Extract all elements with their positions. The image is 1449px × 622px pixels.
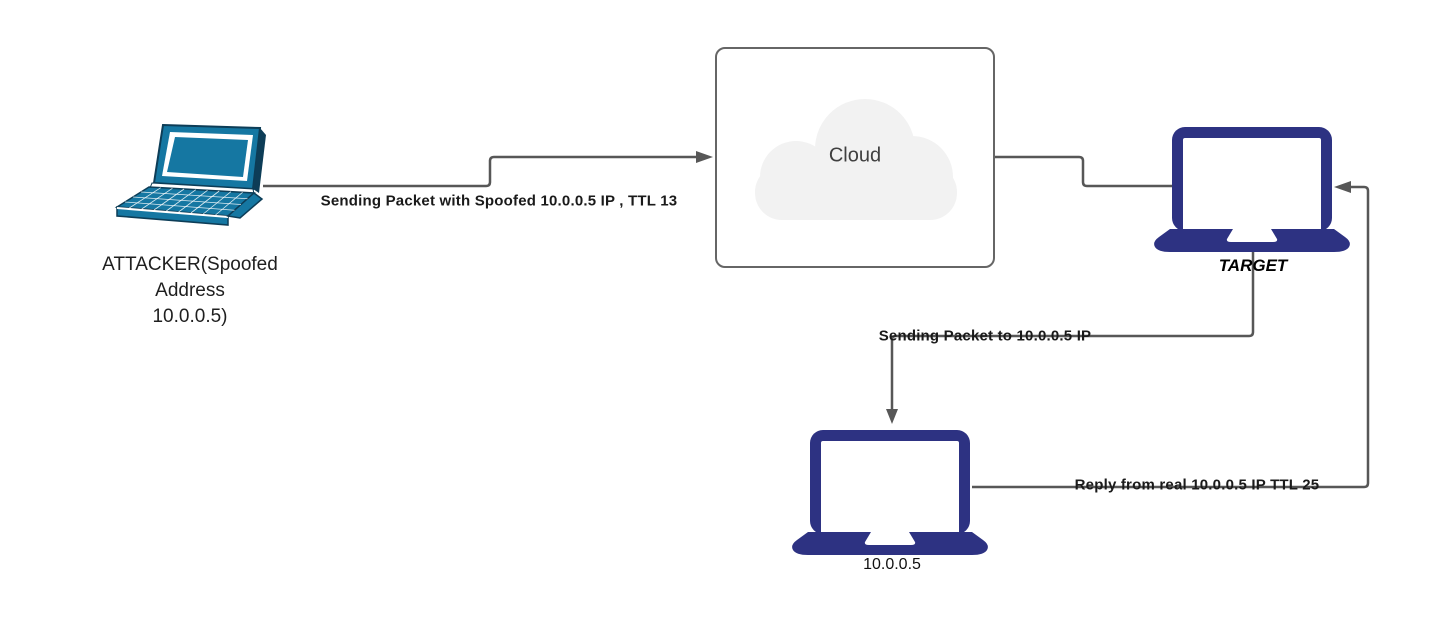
attacker-laptop-keys [124, 187, 248, 216]
cloud-icon [755, 99, 957, 220]
edge-cloud-to-target-line[interactable] [995, 155, 1172, 188]
edge-target-to-real-host-arrowhead-icon [886, 409, 898, 424]
edge-label-attacker-to-cloud: Sending Packet with Spoofed 10.0.0.5 IP … [320, 192, 678, 210]
edge-real-host-to-target[interactable] [972, 181, 1370, 489]
real-host-label: 10.0.0.5 [863, 556, 921, 573]
edge-attacker-to-cloud-arrowhead-icon [696, 151, 713, 163]
attacker-label-line2: Address [155, 280, 225, 301]
edge-target-to-real-host[interactable] [886, 249, 1255, 424]
edge-attacker-to-cloud-line[interactable] [263, 155, 698, 188]
edge-real-host-to-target-line[interactable] [972, 185, 1370, 489]
edge-label-real-host-to-target: Reply from real 10.0.0.5 IP TTL 25 [1074, 476, 1320, 494]
attacker-label-line1: ATTACKER(Spoofed [102, 254, 278, 275]
edge-target-to-real-host-line[interactable] [890, 249, 1255, 410]
real-host-laptop-screen [821, 441, 959, 534]
target-laptop-notch [1226, 229, 1278, 242]
edge-label-target-to-real-host: Sending Packet to 10.0.0.5 IP [878, 327, 1092, 345]
target-laptop-icon[interactable] [1152, 123, 1352, 253]
attacker-laptop-support [226, 192, 264, 219]
attacker-laptop-screen [167, 137, 248, 177]
edge-attacker-to-cloud[interactable] [263, 151, 713, 188]
edge-real-host-to-target-arrowhead-icon [1334, 181, 1351, 193]
target-laptop-screen [1183, 138, 1321, 231]
target-label: TARGET [1218, 256, 1288, 275]
real-host-laptop-icon[interactable] [790, 426, 990, 556]
real-host-laptop-notch [864, 532, 916, 545]
attacker-label-line3: 10.0.0.5) [152, 306, 228, 327]
attacker-label: ATTACKER(Spoofed Address 10.0.0.5) [102, 252, 278, 330]
cloud-label: Cloud [828, 144, 882, 167]
edge-cloud-to-target[interactable] [995, 155, 1172, 188]
attacker-laptop-lid-edge [253, 128, 266, 193]
attacker-laptop-3d-icon[interactable] [112, 119, 267, 237]
